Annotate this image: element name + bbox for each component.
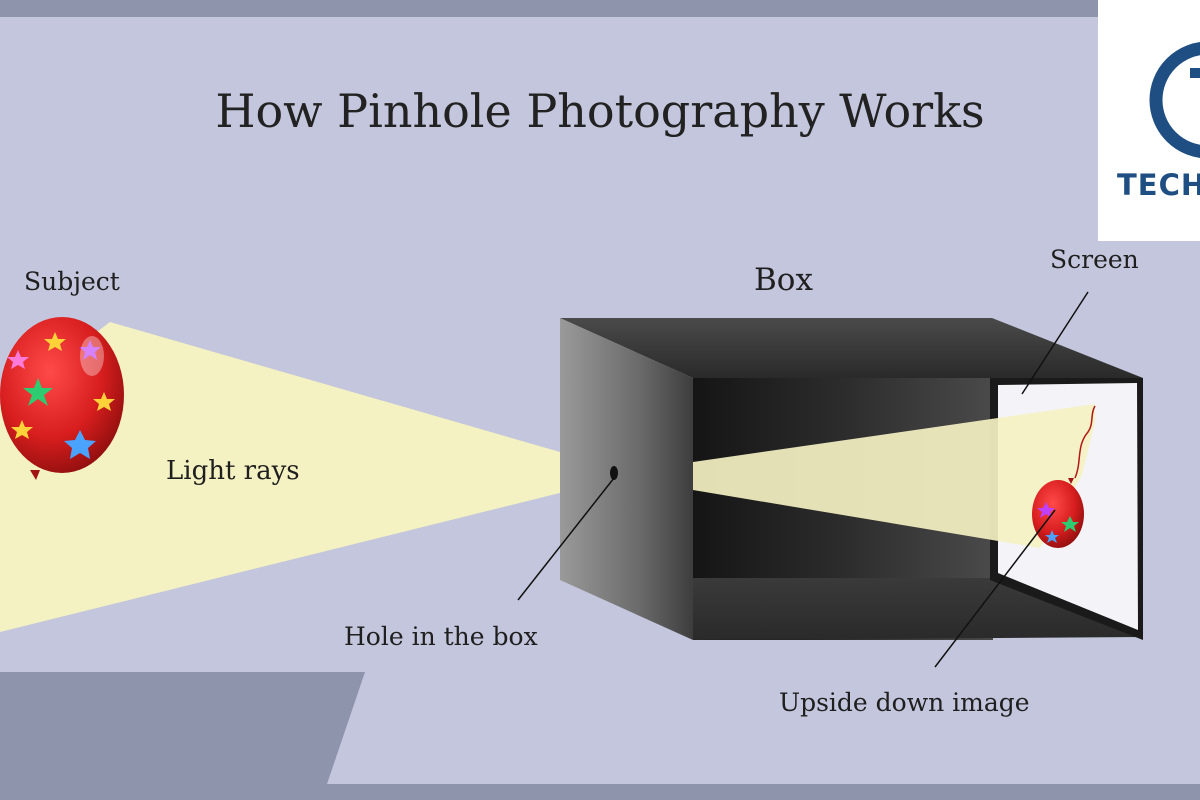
screen-pointer-line: [1021, 291, 1089, 395]
diagram-title: How Pinhole Photography Works: [215, 84, 985, 138]
light-rays-label: Light rays: [166, 456, 300, 486]
star-icon: [11, 420, 33, 439]
star-icon: [79, 340, 101, 360]
incoming-light-beam: [0, 322, 612, 632]
hole-label: Hole in the box: [344, 622, 538, 651]
box-top-face: [560, 318, 1143, 378]
logo-card: TECH: [1098, 0, 1200, 241]
star-icon: [64, 430, 96, 459]
upside-pointer-line: [934, 509, 1056, 668]
upside-down-balloon: [1032, 405, 1096, 548]
upside-down-label: Upside down image: [779, 688, 1030, 717]
box-left-face: [560, 318, 693, 640]
bottom-left-band: [0, 672, 365, 784]
star-icon: [93, 392, 115, 411]
screen-label: Screen: [1050, 245, 1139, 274]
star-icon: [23, 378, 53, 406]
logo-mark-icon: [1149, 42, 1200, 158]
box-label: Box: [754, 262, 813, 298]
top-band: [0, 0, 1100, 17]
bottom-band: [0, 784, 1200, 800]
inner-light-beam: [693, 404, 1095, 548]
pinhole: [610, 466, 618, 480]
subject-balloon: [0, 317, 124, 480]
hole-pointer-line: [517, 477, 615, 601]
logo-text: TECH: [1117, 168, 1200, 202]
subject-label: Subject: [24, 267, 120, 296]
star-icon: [44, 332, 66, 351]
star-icon: [7, 350, 29, 369]
star-icon: [1037, 502, 1055, 518]
star-icon: [1061, 516, 1079, 532]
star-icon: [1045, 530, 1059, 543]
